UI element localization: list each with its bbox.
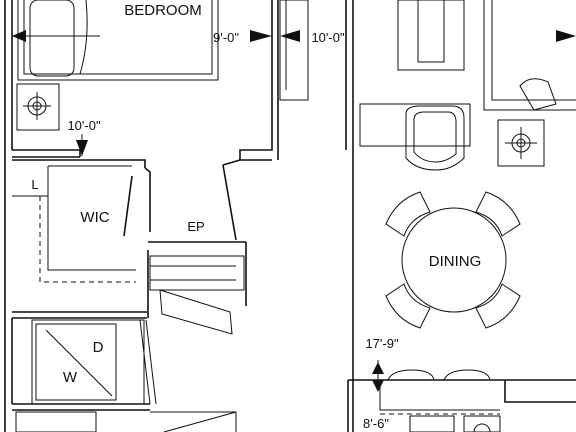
dim-bedroom-width: 9'-0"	[213, 30, 239, 45]
dim-dining-length: 17'-9"	[365, 336, 399, 351]
side-table	[497, 119, 545, 167]
room-label-dryer: D	[93, 339, 104, 356]
tv-unit	[397, 0, 465, 71]
room-label-washer: W	[63, 369, 78, 386]
armchair	[405, 105, 465, 171]
laundry	[31, 319, 157, 405]
ep-closet	[149, 255, 245, 335]
room-label-bedroom: BEDROOM	[124, 2, 202, 19]
room-label-wic: WIC	[80, 209, 109, 226]
wic-shelving	[12, 165, 136, 283]
nightstand	[16, 83, 60, 131]
closet-bedroom	[279, 0, 309, 101]
dim-kitchen-width: 8'-6"	[363, 416, 389, 431]
bath-fixtures	[15, 411, 237, 432]
kitchen	[379, 369, 501, 432]
dining-set	[385, 191, 521, 329]
room-label-linen: L	[31, 177, 38, 192]
dim-bedroom-depth: 10'-0"	[67, 118, 101, 133]
room-label-ep: EP	[187, 219, 204, 234]
sofa	[483, 0, 576, 111]
coffee-table	[359, 103, 471, 147]
walls	[4, 0, 576, 432]
dimension-markers	[12, 30, 576, 392]
dim-living-width: 10'-0"	[311, 30, 345, 45]
room-label-dining: DINING	[429, 253, 482, 270]
